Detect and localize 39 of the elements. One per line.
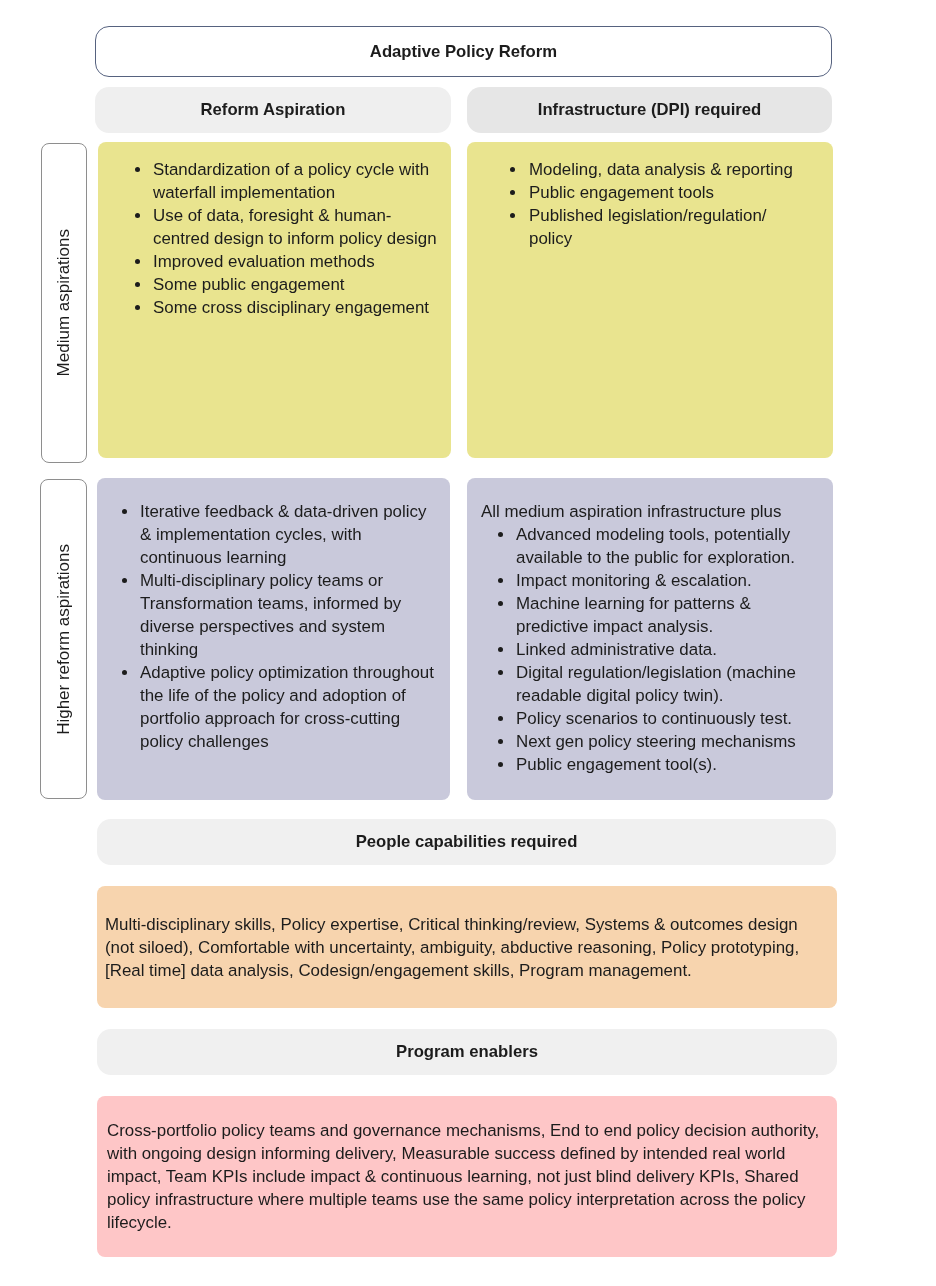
list-item-text: Improved evaluation methods (153, 251, 376, 273)
paragraph-text: Cross-portfolio policy teams and governance mechanisms, End to end policy decision authority, with ongoing design informing delivery, Measurable success defined by intended real world impact, Team KPIs include impact & continuous learning, not just blind delivery KPIs, Shared policy infrastructure where multiple teams use the same policy interpretation across the policy lifecycle. (107, 1120, 821, 1234)
paragraph-text: Multi-disciplinary skills, Policy expertise, Critical thinking/review, Systems & outcomes design (not siloed), Comfortable with uncertainty, ambiguity, abductive reasoning, Policy prototyping, [Real time] data analysis, Codesign/engagement skills, Program management. (105, 913, 801, 982)
list-item-text: Public engagement tools (529, 182, 715, 204)
list-item-text: Impact monitoring & escalation. (516, 570, 753, 592)
title-box (95, 26, 832, 77)
list-item-text: Adaptive policy optimization throughout the life of the policy and adoption of portfolio approach for cross-cutting policy challenges (140, 662, 435, 753)
list-item-text: Machine learning for patterns & predictive impact analysis. (516, 593, 752, 638)
heading-text: Reform Aspiration (200, 100, 346, 120)
column-header-box (467, 87, 832, 133)
row-heading: Medium aspirations (54, 229, 74, 377)
list-item-text: Next gen policy steering mechanisms (516, 731, 797, 753)
heading-text: Adaptive Policy Reform (369, 41, 558, 62)
heading-text: Program enablers (396, 1042, 538, 1062)
list-item-text: Use of data, foresight & human-centred design to inform policy design (153, 205, 438, 250)
list-item-text: Public engagement tool(s). (516, 754, 718, 776)
content-panel (467, 142, 833, 458)
list-item-text: Published legislation/regulation/ policy (529, 205, 768, 250)
list-item-text: Advanced modeling tools, potentially available to the public for exploration. (516, 524, 796, 569)
content-panel (467, 478, 833, 800)
list-item-text: Standardization of a policy cycle with waterfall implementation (153, 159, 431, 204)
content-panel (97, 886, 837, 1008)
row-label-box (40, 479, 87, 799)
list-item-text: Iterative feedback & data-driven policy & implementation cycles, with continuous learning (140, 501, 428, 569)
content-panel (97, 478, 450, 800)
intro-text: All medium aspiration infrastructure plus (481, 501, 783, 523)
list-item-text: Modeling, data analysis & reporting (529, 159, 794, 181)
heading-text: Infrastructure (DPI) required (537, 100, 762, 120)
row-label-box (41, 143, 87, 463)
content-panel (97, 1096, 837, 1257)
row-heading: Higher reform aspirations (53, 543, 74, 735)
list-item-text: Digital regulation/legislation (machine readable digital policy twin). (516, 662, 797, 707)
list-item-text: Multi-disciplinary policy teams or Transformation teams, informed by diverse perspectives and system thinking (140, 570, 403, 661)
list-item-text: Linked administrative data. (516, 639, 718, 661)
content-panel (98, 142, 451, 458)
list-item-text: Some cross disciplinary engagement (153, 297, 430, 319)
heading-text: People capabilities required (355, 832, 578, 852)
list-item-text: Policy scenarios to continuously test. (516, 708, 793, 730)
list-item-text: Some public engagement (153, 274, 346, 296)
